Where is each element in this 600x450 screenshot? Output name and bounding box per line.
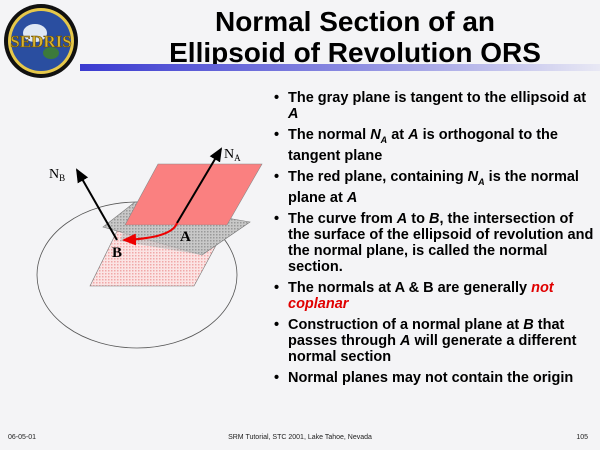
footer-title: SRM Tutorial, STC 2001, Lake Tahoe, Neva… — [228, 434, 372, 441]
bullet-6: Construction of a normal plane at B that… — [266, 317, 596, 365]
svg-text:NB: NB — [49, 167, 65, 183]
bullet-list: The gray plane is tangent to the ellipso… — [266, 90, 596, 391]
label-na: N — [224, 147, 234, 162]
page-number: 105 — [576, 434, 588, 441]
ellipsoid-outline — [36, 201, 238, 349]
title-line-1: Normal Section of an — [214, 6, 496, 37]
bullet-2: The normal NA at A is orthogonal to the … — [266, 127, 596, 164]
not-coplanar-emphasis: not coplanar — [288, 279, 554, 312]
svg-text:NA: NA — [224, 147, 241, 163]
label-nb: N — [49, 167, 59, 182]
sedris-logo: SEDRIS — [4, 4, 78, 78]
bullet-5: The normals at A & B are generally not c… — [266, 280, 596, 312]
normal-a-arrow — [176, 147, 223, 224]
label-b: B — [112, 245, 122, 261]
bullet-7: Normal planes may not contain the origin — [266, 370, 596, 386]
bullet-1: The gray plane is tangent to the ellipso… — [266, 90, 596, 122]
title-underline — [80, 64, 600, 71]
title-line-2: Ellipsoid of Revolution ORS — [169, 37, 541, 68]
normal-section-curve — [122, 222, 178, 246]
label-a: A — [180, 229, 191, 245]
svg-text:SEDRIS: SEDRIS — [10, 32, 71, 51]
footer-date: 06-05-01 — [8, 434, 37, 441]
bullet-4: The curve from A to B, the intersection … — [266, 211, 596, 275]
normal-b-arrow — [76, 168, 118, 241]
bullet-3: The red plane, containing NA is the norm… — [266, 169, 596, 206]
ellipsoid-diagram: NA NB A B — [36, 147, 263, 349]
